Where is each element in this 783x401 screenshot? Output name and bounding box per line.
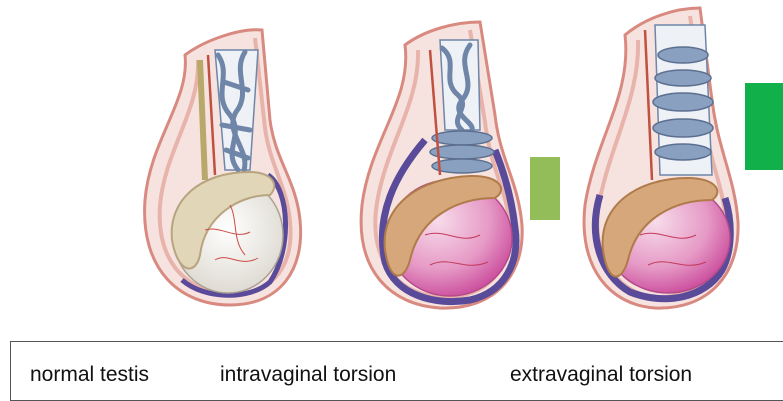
caption-intravaginal-torsion: intravaginal torsion bbox=[220, 364, 396, 385]
intravaginal-marker-bar bbox=[530, 157, 560, 220]
caption-normal-testis: normal testis bbox=[30, 364, 149, 385]
testis-torsion-illustration bbox=[0, 0, 783, 330]
extravaginal-torsion-figure bbox=[584, 8, 738, 308]
intravaginal-torsion-figure bbox=[361, 22, 522, 308]
extravaginal-marker-bar bbox=[745, 83, 783, 170]
normal-testis-figure bbox=[145, 30, 301, 305]
caption-extravaginal-torsion: extravaginal torsion bbox=[510, 364, 692, 385]
